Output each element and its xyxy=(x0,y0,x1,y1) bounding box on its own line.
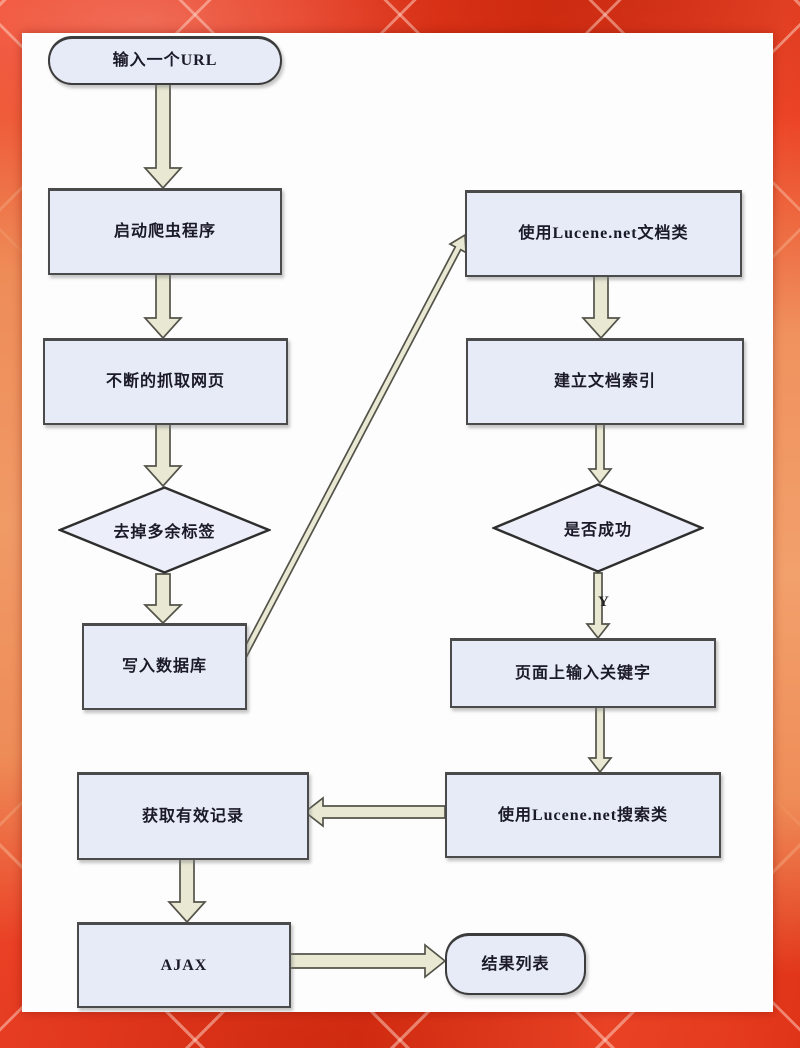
arrow-fetch-to-strip-tags xyxy=(143,419,183,488)
arrow-doc-class-to-build-index xyxy=(581,271,621,340)
right-border-strip xyxy=(772,0,800,1048)
node-result-list-label: 结果列表 xyxy=(481,955,550,973)
arrow-keyword-input-to-search-class xyxy=(587,702,613,774)
node-build-index-process: 建立文档索引 xyxy=(466,338,744,425)
node-get-records-label: 获取有效记录 xyxy=(141,807,244,825)
node-crawler-label: 启动爬虫程序 xyxy=(113,223,216,241)
node-keyword-input-process: 页面上输入关键字 xyxy=(450,638,716,708)
node-success-label: 是否成功 xyxy=(563,522,632,539)
node-write-db-process: 写入数据库 xyxy=(82,623,247,710)
node-lucene-search-class-process: 使用Lucene.net搜索类 xyxy=(445,772,721,858)
edge-label-yes: Y xyxy=(598,594,609,610)
node-start-terminator: 输入一个URL xyxy=(48,36,282,85)
arrow-write-db-to-doc-class xyxy=(239,233,467,660)
node-result-list-terminator: 结果列表 xyxy=(445,933,586,995)
node-keyword-input-label: 页面上输入关键字 xyxy=(514,664,651,682)
arrow-start-to-crawler xyxy=(143,79,183,190)
arrow-build-index-to-success xyxy=(587,419,613,485)
node-start-label: 输入一个URL xyxy=(112,52,218,70)
node-build-index-label: 建立文档索引 xyxy=(553,373,656,391)
diamond-shape xyxy=(58,486,271,574)
diamond-shape xyxy=(492,483,704,573)
node-fetch-label: 不断的抓取网页 xyxy=(105,373,225,391)
node-strip-tags-label: 去掉多余标签 xyxy=(113,524,216,541)
arrow-get-records-to-ajax xyxy=(167,854,207,924)
node-lucene-doc-class-process: 使用Lucene.net文档类 xyxy=(465,190,742,277)
arrow-search-class-to-get-records xyxy=(303,796,446,828)
node-search-class-label: 使用Lucene.net搜索类 xyxy=(497,806,669,824)
arrow-strip-tags-to-write-db xyxy=(142,573,184,625)
node-fetch-pages-process: 不断的抓取网页 xyxy=(43,338,288,425)
node-success-decision: 是否成功 xyxy=(492,483,704,573)
arrow-crawler-to-fetch xyxy=(143,269,183,340)
node-strip-tags-decision: 去掉多余标签 xyxy=(58,486,271,574)
node-ajax-process: AJAX xyxy=(77,922,291,1008)
document-page: 输入一个URL 启动爬虫程序 不断的抓取网页 去掉多余标签 写入数据库 使用Lu… xyxy=(22,33,773,1012)
node-doc-class-label: 使用Lucene.net文档类 xyxy=(518,225,689,243)
node-start-crawler-process: 启动爬虫程序 xyxy=(48,188,282,275)
node-ajax-label: AJAX xyxy=(160,956,208,974)
node-write-db-label: 写入数据库 xyxy=(121,658,207,676)
arrow-ajax-to-result-list xyxy=(286,943,447,979)
node-get-records-process: 获取有效记录 xyxy=(77,772,309,860)
